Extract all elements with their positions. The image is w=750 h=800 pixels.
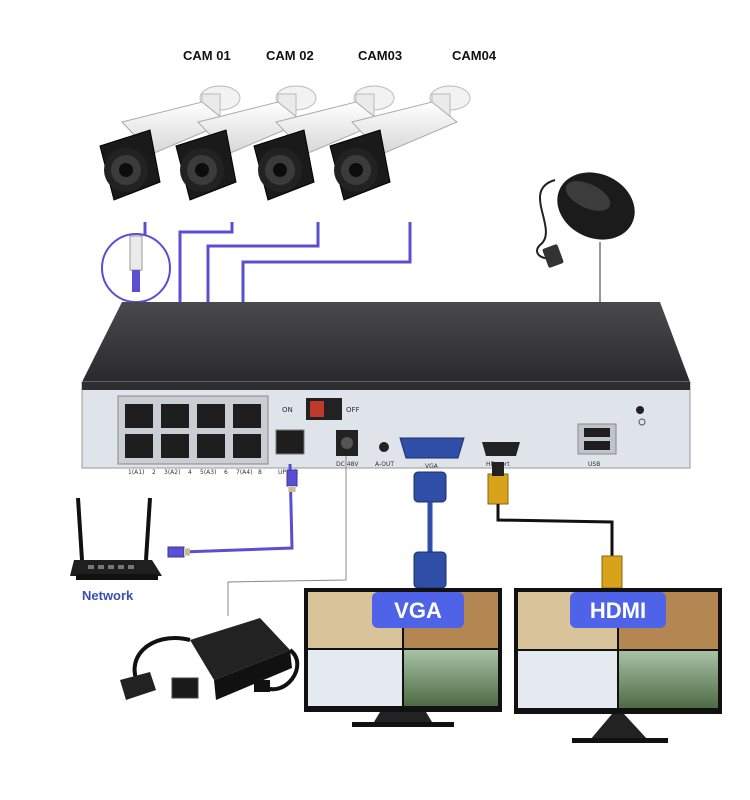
rj45-plug-uplink: [286, 469, 298, 493]
power-adapter: [120, 618, 300, 700]
vga-port: [399, 437, 465, 459]
port-number-2: 2: [152, 469, 156, 476]
lan-ports: [117, 395, 269, 465]
audio-out-port: [379, 442, 389, 452]
power-cable-line: [227, 456, 347, 616]
audio-out-label: A-OUT: [375, 461, 394, 468]
monitor-hdmi: [514, 588, 722, 743]
ground-screw: [638, 418, 646, 426]
usb-label: USB: [588, 461, 600, 468]
network-label: Network: [82, 588, 134, 603]
dc-label: DC 48V: [336, 461, 359, 468]
vga-banner-text: VGA: [394, 598, 442, 623]
camera-label-2: CAM 02: [266, 48, 314, 63]
vga-label: VGA: [425, 463, 439, 470]
power-on-label: ON: [282, 406, 293, 414]
hdmi-banner: [570, 592, 666, 628]
vga-banner: [372, 592, 464, 628]
connector-zoom-circle: [101, 233, 171, 303]
port-number-7: 7(A4): [236, 469, 252, 476]
camera-label-1: CAM 01: [183, 48, 231, 63]
port-number-3: 3(A2): [164, 469, 180, 476]
port-number-8: 8: [258, 469, 262, 476]
router: [70, 497, 162, 580]
power-off-label: OFF: [346, 406, 360, 414]
vga-cable: [413, 471, 447, 589]
hdmi-port: [482, 442, 520, 456]
monitor-vga: [304, 588, 502, 727]
port-number-6: 6: [224, 469, 228, 476]
hdmi-banner-text: HDMI: [590, 598, 646, 623]
camera-label-3: CAM03: [358, 48, 403, 63]
uplink-port: [275, 429, 305, 455]
port-number-4: 4: [188, 469, 192, 476]
camera-label-4: CAM04: [452, 48, 497, 63]
port-number-5: 5(A3): [200, 469, 216, 476]
network-cable: [181, 463, 294, 554]
hdmi-cable: [487, 462, 623, 589]
port-number-1: 1(A1): [128, 469, 144, 476]
rj45-plug-router: [167, 546, 191, 558]
reset-button: [636, 406, 644, 414]
